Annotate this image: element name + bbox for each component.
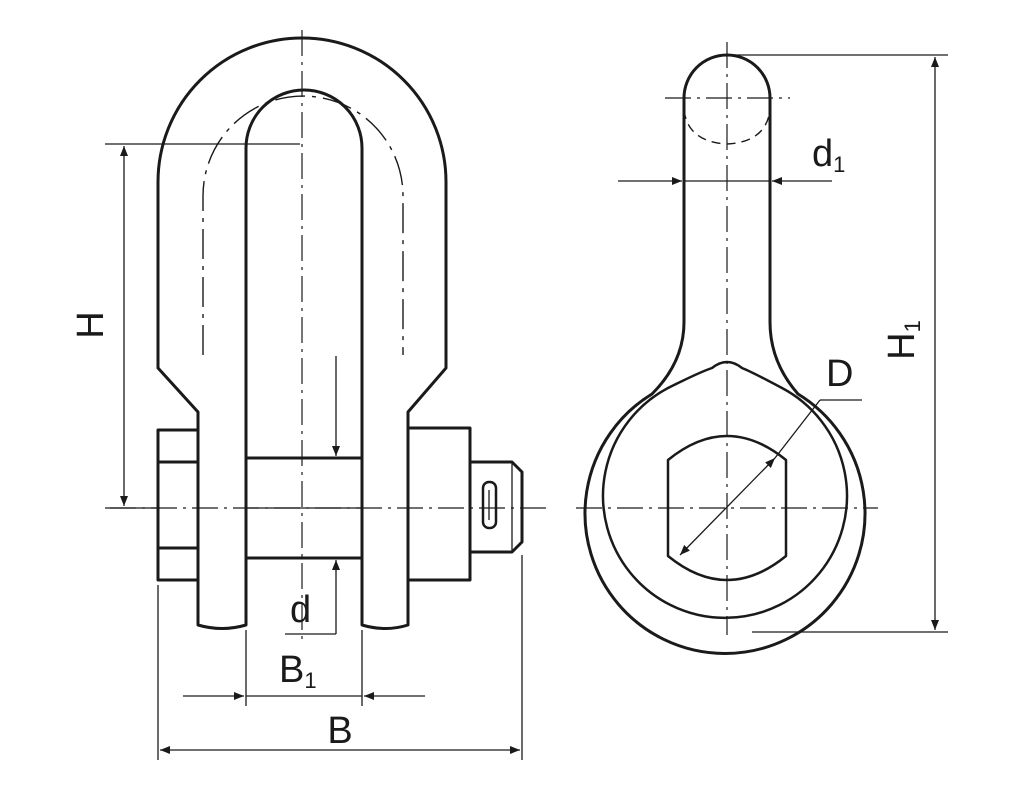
dimension-d: d: [285, 356, 340, 635]
label-d1: d1: [812, 133, 845, 177]
label-B: B: [327, 710, 352, 752]
pin-cross-section: [666, 434, 788, 582]
dimension-D: D: [679, 353, 862, 556]
ring-outline: [583, 53, 867, 655]
front-view: H d B1 B: [70, 30, 548, 760]
label-d: d: [290, 589, 311, 631]
hex-nut: [156, 428, 200, 582]
dimension-H: H: [70, 143, 300, 509]
side-view: d1 D H1: [576, 42, 948, 655]
ring-inner-edge: [601, 360, 849, 620]
bow-phantom-line: [202, 95, 404, 355]
label-H1: H1: [881, 320, 925, 360]
pin-head: [406, 426, 524, 582]
dimension-B1: B1: [183, 630, 425, 706]
dimension-H1: H1: [733, 54, 948, 633]
label-B1: B1: [279, 649, 317, 693]
label-H: H: [70, 311, 112, 338]
dimension-d1: d1: [618, 133, 845, 185]
cotter-slot: [481, 480, 498, 530]
pin-body: [244, 456, 364, 560]
label-D: D: [826, 353, 853, 395]
dimension-B: B: [157, 555, 523, 760]
